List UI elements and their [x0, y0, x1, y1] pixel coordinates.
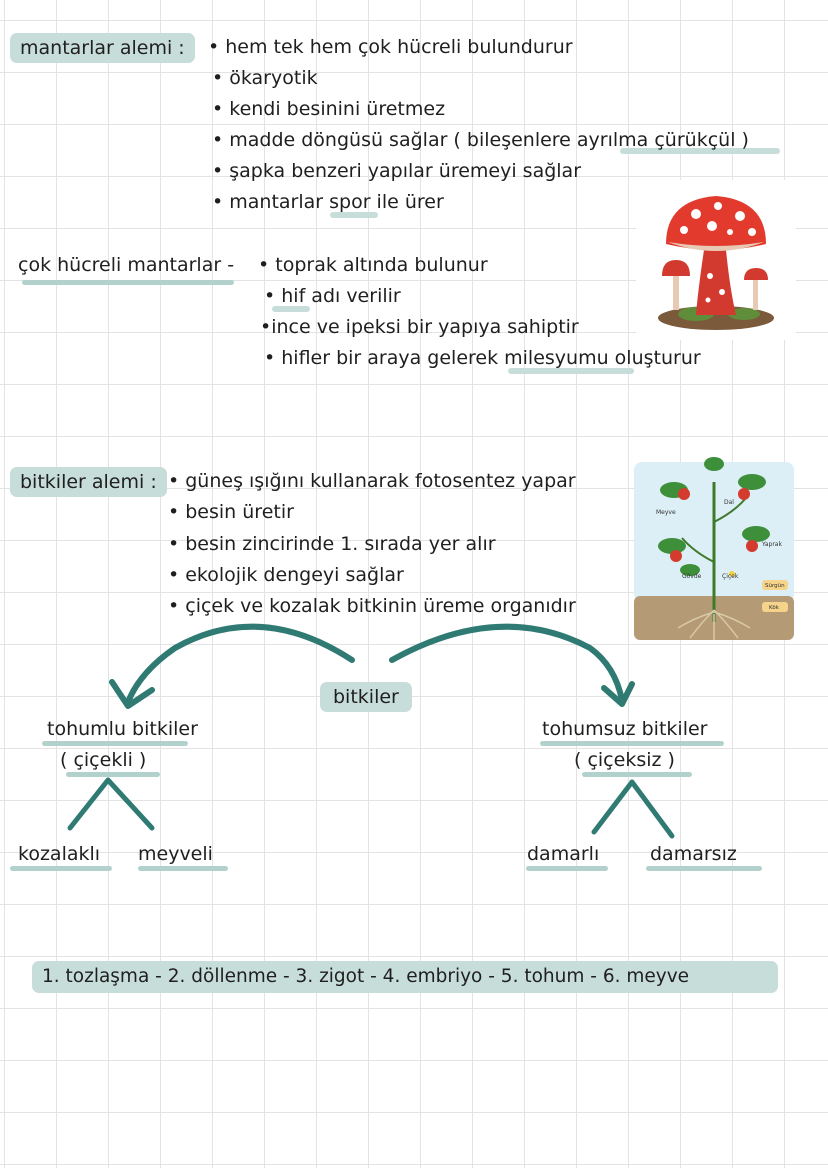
tree-left-label: tohumlu bitkiler — [47, 718, 198, 740]
label-govde: Gövde — [682, 573, 702, 580]
plants-bullet-3: • besin zincirinde 1. sırada yer alır — [168, 533, 496, 555]
label-dal: Dal — [724, 499, 734, 506]
tree-left-child-2: meyveli — [138, 843, 213, 865]
tree-left-child-1: kozalaklı — [18, 843, 101, 865]
tree-right-label: tohumsuz bitkiler — [542, 718, 708, 740]
label-yaprak: Yaprak — [761, 541, 782, 548]
tree-left-child-1-underline — [10, 866, 112, 871]
highlight-curukcul — [620, 148, 780, 154]
tree-right-child-2-underline — [646, 866, 762, 871]
highlight-milesyumu — [508, 368, 634, 374]
tree-right-sub-underline — [582, 772, 692, 777]
plants-bullet-2: • besin üretir — [168, 501, 294, 523]
tree-left-sub-underline — [66, 772, 160, 777]
multicell-bullet-1: • toprak altında bulunur — [258, 254, 488, 276]
highlight-spor — [330, 212, 378, 218]
label-meyve: Meyve — [656, 509, 676, 516]
plants-bullet-4: • ekolojik dengeyi sağlar — [168, 564, 404, 586]
fungi-bullet-5: • şapka benzeri yapılar üremeyi sağlar — [212, 160, 582, 182]
tree-right-label-underline — [540, 741, 724, 746]
label-cicek: Çiçek — [722, 573, 739, 580]
plants-bullet-1: • güneş ışığını kullanarak fotosentez ya… — [168, 470, 576, 492]
fungi-bullet-4: • madde döngüsü sağlar ( bileşenlere ayr… — [212, 129, 749, 151]
multicell-bullet-3: •ince ve ipeksi bir yapıya sahiptir — [260, 316, 579, 338]
tree-left-label-underline — [42, 741, 188, 746]
plants-bullet-5: • çiçek ve kozalak bitkinin üreme organı… — [168, 595, 576, 617]
plants-title: bitkiler alemi : — [10, 467, 167, 497]
mushroom-illustration — [636, 180, 796, 340]
tree-right-sub: ( çiçeksiz ) — [574, 749, 675, 771]
reproduction-sequence: 1. tozlaşma - 2. döllenme - 3. zigot - 4… — [32, 961, 778, 993]
tree-right-child-1-underline — [526, 866, 608, 871]
fungi-bullet-1: • hem tek hem çok hücreli bulundurur — [208, 36, 573, 58]
tree-root: bitkiler — [320, 682, 412, 712]
fungi-bullet-3: • kendi besinini üretmez — [212, 98, 446, 120]
tree-left-sub: ( çiçekli ) — [60, 749, 147, 771]
label-surgun: Sürgün — [765, 583, 785, 589]
fungi-bullet-6: • mantarlar spor ile ürer — [212, 191, 444, 213]
multicell-title: çok hücreli mantarlar - — [18, 254, 235, 276]
highlight-hif — [272, 306, 310, 312]
multicell-bullet-4: • hifler bir araya gelerek milesyumu olu… — [264, 347, 701, 369]
multicell-bullet-2: • hif adı verilir — [264, 285, 401, 307]
multicell-title-underline — [22, 280, 234, 285]
tree-right-child-2: damarsız — [650, 843, 737, 865]
fungi-title: mantarlar alemi : — [10, 33, 195, 63]
plant-diagram: Meyve Dal Yaprak Gövde Çiçek Sürgün Kök — [634, 457, 794, 640]
fungi-bullet-2: • ökaryotik — [212, 67, 318, 89]
tree-left-child-2-underline — [138, 866, 228, 871]
label-kok: Kök — [769, 605, 780, 611]
tree-right-child-1: damarlı — [527, 843, 600, 865]
